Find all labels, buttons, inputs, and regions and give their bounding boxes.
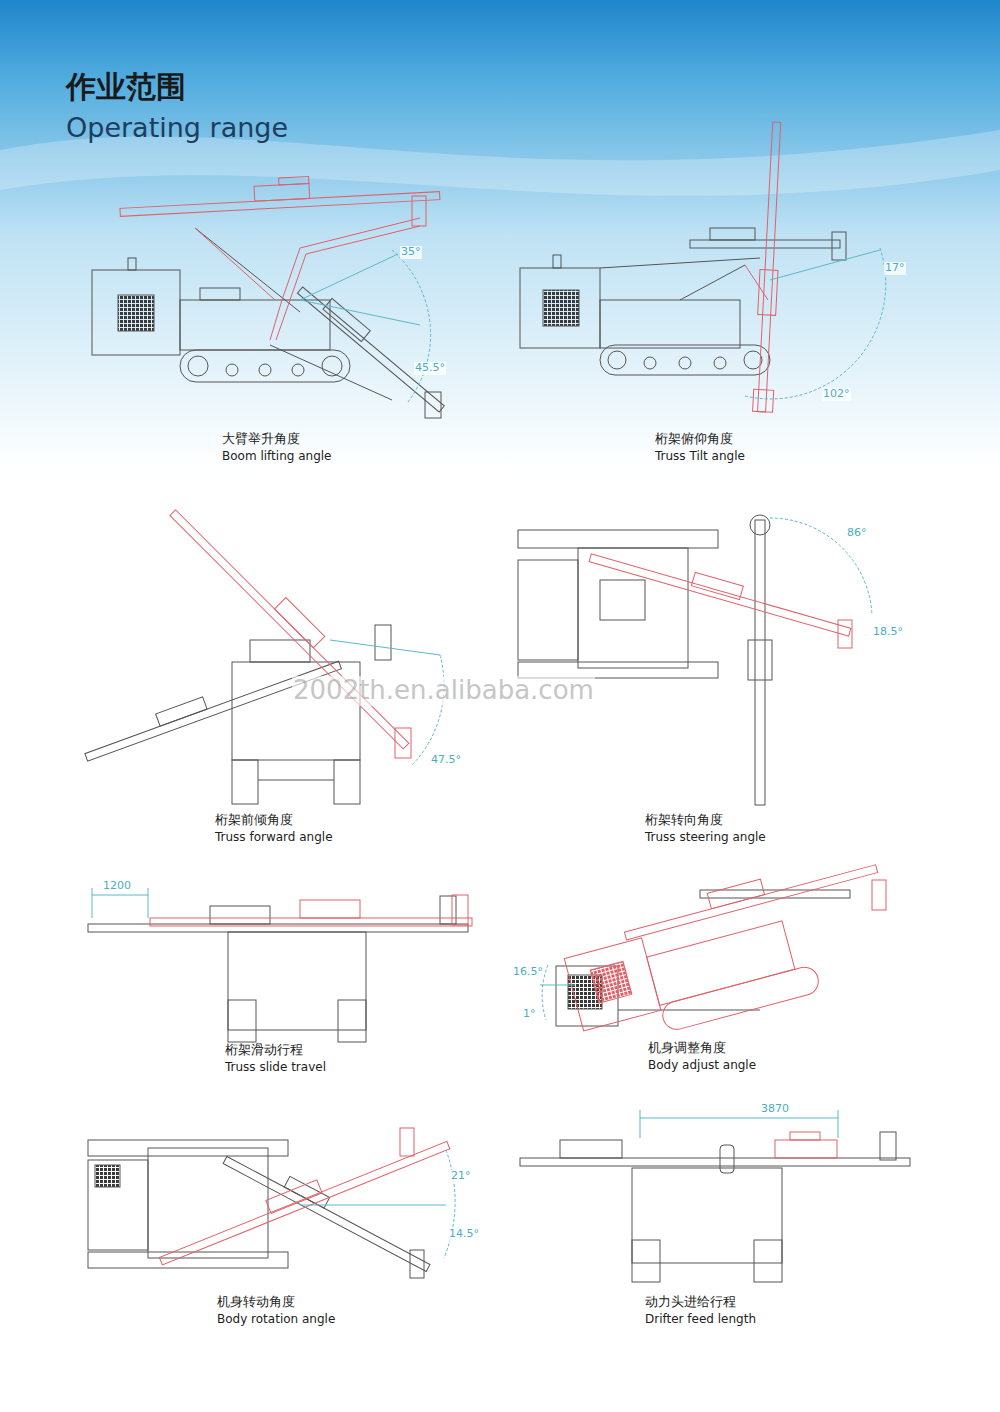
caption-cn: 桁架前倾角度 — [215, 813, 293, 828]
caption-en: Truss slide travel — [225, 1061, 326, 1075]
angle-dimension: 86° — [846, 527, 868, 540]
caption-cn: 桁架转向角度 — [645, 813, 723, 828]
caption-en: Body rotation angle — [217, 1313, 335, 1327]
angle-dimension: 21° — [450, 1170, 472, 1183]
caption-en: Drifter feed length — [645, 1313, 756, 1327]
length-dimension: 3870 — [760, 1103, 790, 1116]
caption-cn: 动力头进给行程 — [645, 1295, 736, 1310]
caption-en: Truss forward angle — [215, 831, 333, 845]
angle-dimension: 17° — [884, 262, 906, 275]
angle-dimension: 45.5° — [414, 362, 446, 375]
angle-dimension: 16.5° — [512, 966, 544, 979]
caption-cn: 桁架俯仰角度 — [655, 432, 733, 447]
caption-en: Boom lifting angle — [222, 450, 331, 464]
length-dimension: 1200 — [102, 880, 132, 893]
caption-en: Truss steering angle — [645, 831, 766, 845]
angle-dimension: 47.5° — [430, 754, 462, 767]
angle-dimension: 35° — [400, 246, 422, 259]
subtitle: Operating range — [66, 112, 288, 143]
caption-en: Truss Tilt angle — [655, 450, 745, 464]
caption-cn: 机身调整角度 — [648, 1041, 726, 1056]
caption-en: Body adjust angle — [648, 1059, 756, 1073]
angle-dimension: 18.5° — [872, 626, 904, 639]
caption-cn: 桁架滑动行程 — [225, 1043, 303, 1058]
page-title: 作业范围 — [66, 70, 186, 105]
watermark: 2002th.en.alibaba.com — [292, 676, 595, 706]
angle-dimension: 102° — [822, 388, 851, 401]
caption-cn: 机身转动角度 — [217, 1295, 295, 1310]
caption-cn: 大臂举升角度 — [222, 432, 300, 447]
angle-dimension: 14.5° — [448, 1228, 480, 1241]
angle-dimension: 1° — [522, 1008, 537, 1021]
